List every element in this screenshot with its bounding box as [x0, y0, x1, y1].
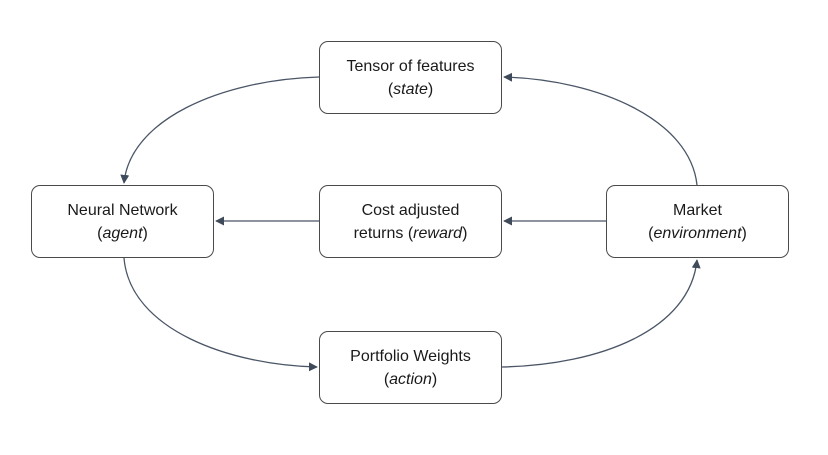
- node-action-role: action: [389, 370, 432, 388]
- edge-action-to-env: [501, 259, 701, 368]
- paren-open: (: [407, 224, 414, 242]
- node-action-title: Portfolio Weights: [350, 347, 471, 365]
- paren-open: (: [97, 224, 103, 242]
- node-environment: Market (environment): [606, 185, 789, 258]
- node-action-role-line: (action): [384, 368, 437, 391]
- paren-open: (: [383, 370, 390, 388]
- paren-close: ): [427, 80, 434, 98]
- node-reward-role-line: returns (reward): [354, 222, 468, 245]
- node-env-role-line: (environment): [648, 222, 747, 245]
- paren-open: (: [648, 224, 654, 242]
- edge-env-to-state: [503, 72, 698, 186]
- node-state-role-line: (state): [388, 78, 433, 101]
- node-agent-title: Neural Network: [67, 201, 178, 219]
- node-reward-prefix: returns: [353, 224, 408, 242]
- node-reward-role: reward: [413, 224, 463, 242]
- edge-agent-to-action: [123, 257, 318, 372]
- node-agent-role: agent: [102, 224, 143, 242]
- node-state-role: state: [393, 80, 428, 98]
- node-env-title: Market: [673, 201, 722, 219]
- node-reward: Cost adjusted returns (reward): [319, 185, 502, 258]
- node-action: Portfolio Weights (action): [319, 331, 502, 404]
- paren-close: ): [462, 224, 468, 242]
- paren-open: (: [387, 80, 394, 98]
- paren-close: ): [431, 370, 438, 388]
- node-env-role: environment: [653, 224, 742, 242]
- node-state-title: Tensor of features: [346, 57, 475, 75]
- node-agent-role-line: (agent): [97, 222, 148, 245]
- paren-close: ): [142, 224, 148, 242]
- node-reward-title: Cost adjusted: [361, 201, 460, 219]
- node-state: Tensor of features (state): [319, 41, 502, 114]
- node-agent: Neural Network (agent): [31, 185, 214, 258]
- edge-state-to-agent: [120, 76, 320, 184]
- paren-close: ): [741, 224, 747, 242]
